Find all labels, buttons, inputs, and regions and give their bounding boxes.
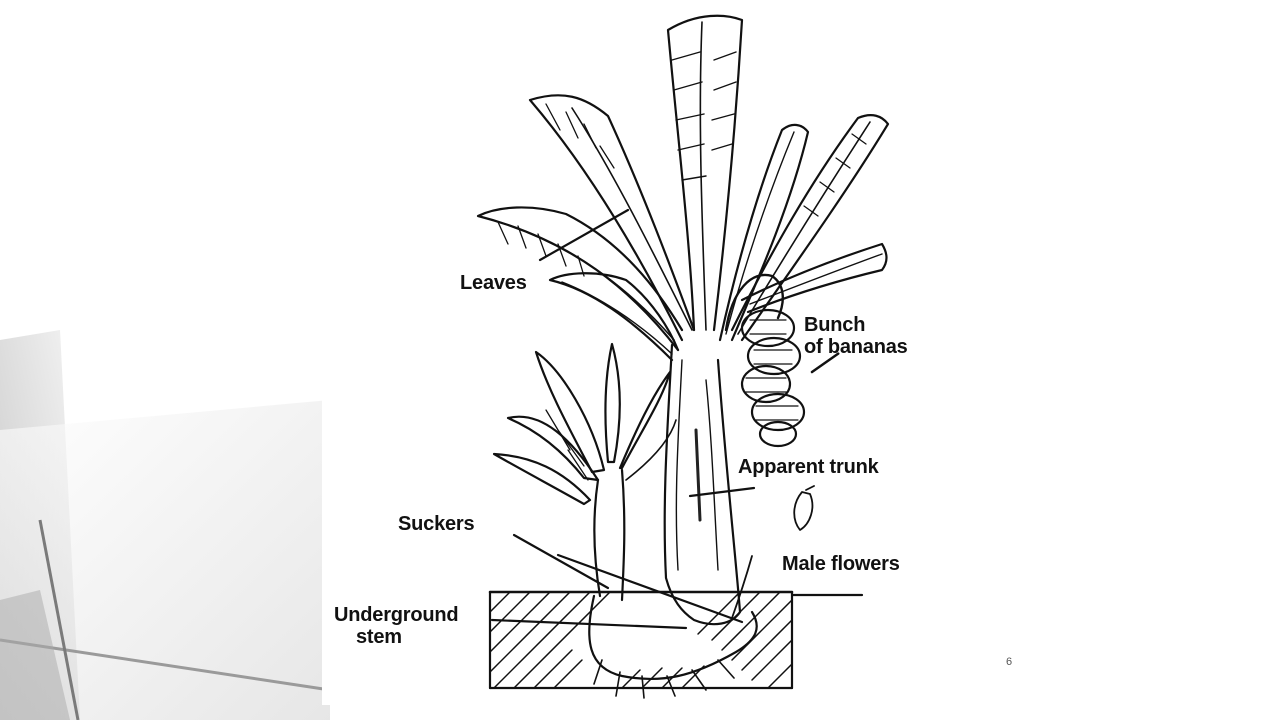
label-bunch-of-bananas: Bunch of bananas bbox=[804, 314, 908, 358]
ground-hatching bbox=[488, 590, 794, 690]
slide-number: 6 bbox=[1006, 656, 1013, 668]
figure-panel bbox=[322, 0, 1012, 705]
sucker-drawing bbox=[593, 468, 626, 602]
male-flower-drawing bbox=[793, 485, 815, 531]
leaves-drawing bbox=[476, 14, 890, 362]
underground-stem-drawing bbox=[588, 594, 758, 681]
label-male-flowers: Male flowers bbox=[782, 553, 900, 575]
label-underground-line1: Underground bbox=[334, 604, 459, 626]
label-bunch-line1: Bunch bbox=[804, 314, 866, 336]
label-apparent-trunk: Apparent trunk bbox=[738, 456, 879, 478]
label-underground-line2: stem bbox=[356, 626, 402, 648]
label-bunch-line2: of bananas bbox=[804, 336, 908, 358]
apparent-trunk-drawing bbox=[663, 343, 742, 626]
label-leaves: Leaves bbox=[460, 272, 527, 294]
label-underground-stem: Underground stem bbox=[334, 604, 459, 648]
banana-plant-diagram bbox=[322, 0, 1012, 705]
label-suckers: Suckers bbox=[398, 513, 475, 535]
banana-bunch-drawing bbox=[740, 308, 806, 448]
leader-lines bbox=[490, 208, 864, 630]
